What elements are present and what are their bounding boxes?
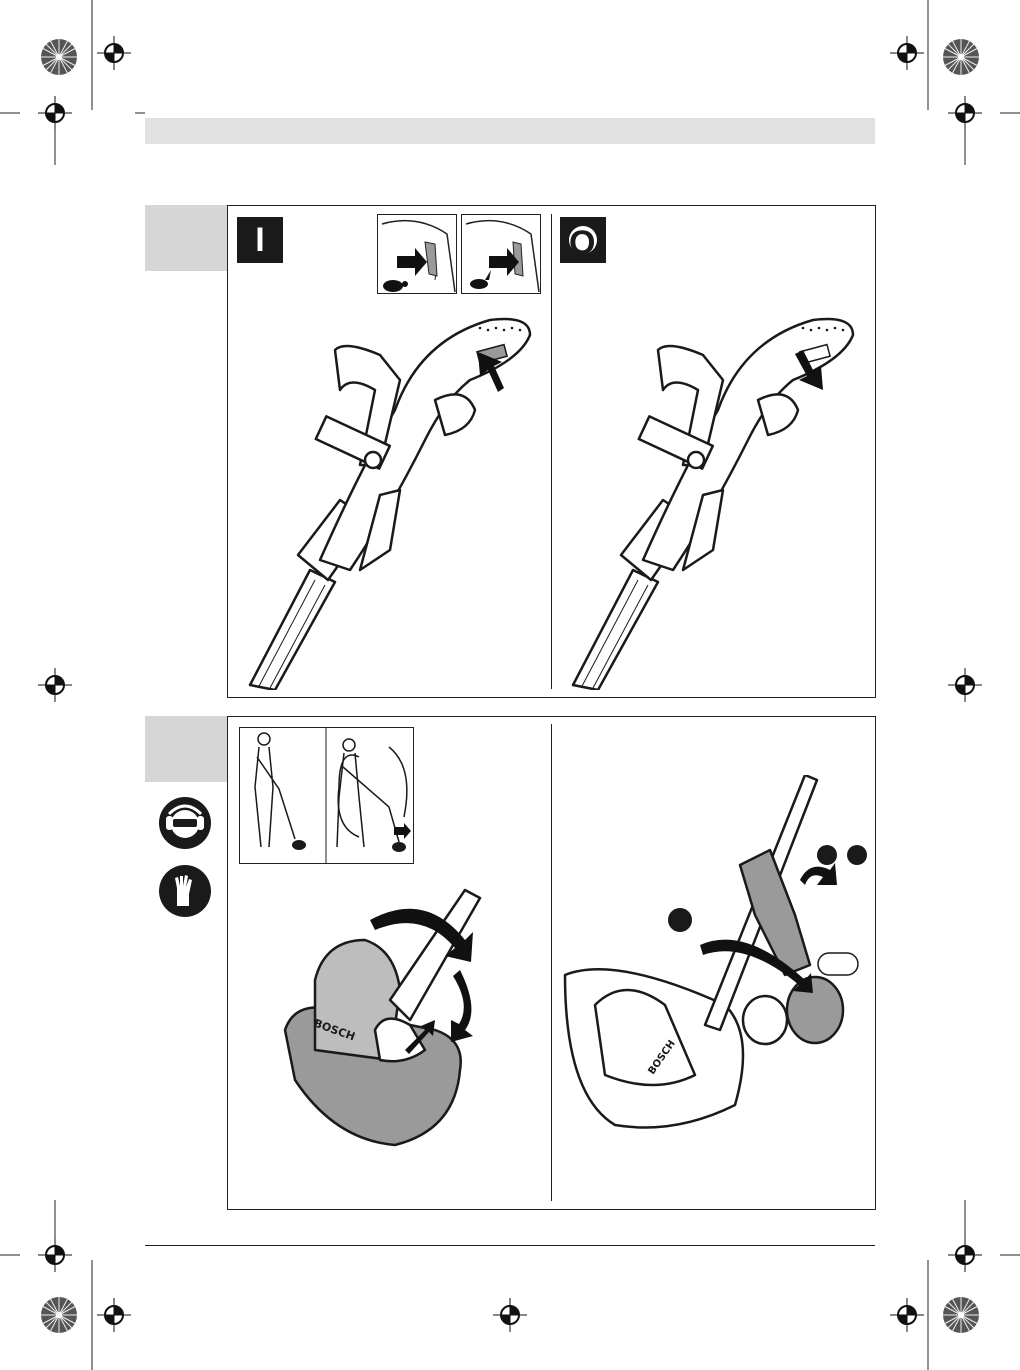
switch-on-label: I [255,223,264,257]
switch-on-symbol: I [237,217,283,263]
speed-inset-slow [377,214,457,294]
registration-mark-icon [97,36,131,70]
registration-mark-icon [948,1238,982,1272]
speed-inset-fast [461,214,541,294]
trimmer-edge-guide: BOSCH [555,775,870,1135]
figure-tab-bottom [145,716,227,782]
registration-mark-icon [948,96,982,130]
registration-mark-icon [493,1298,527,1332]
color-calibration-wheel-icon [40,1296,78,1334]
registration-mark-icon [97,1298,131,1332]
figure-divider-top [551,214,552,689]
color-calibration-wheel-icon [942,38,980,76]
trimmer-handle-switch-on [240,300,540,690]
registration-mark-icon [38,668,72,702]
registration-mark-icon [948,668,982,702]
switch-off-label: O [569,226,597,254]
trimmer-motor-head: BOSCH [275,880,495,1150]
rotate-arrow-icon [451,970,473,1042]
ear-eye-protection-icon [158,796,212,850]
registration-mark-icon [38,96,72,130]
rotate-arrow-icon [800,863,837,885]
registration-mark-icon [890,36,924,70]
page-header-bar [145,118,875,144]
page-footer-rule [145,1245,875,1246]
operator-posture-inset [239,727,414,864]
figure-divider-bottom [551,724,552,1201]
registration-mark-icon [38,1238,72,1272]
registration-mark-icon [890,1298,924,1332]
switch-off-symbol: O [560,217,606,263]
color-calibration-wheel-icon [942,1296,980,1334]
protective-gloves-icon [158,864,212,918]
trimmer-handle-switch-off [563,300,863,690]
color-calibration-wheel-icon [40,38,78,76]
figure-tab-top [145,205,227,271]
